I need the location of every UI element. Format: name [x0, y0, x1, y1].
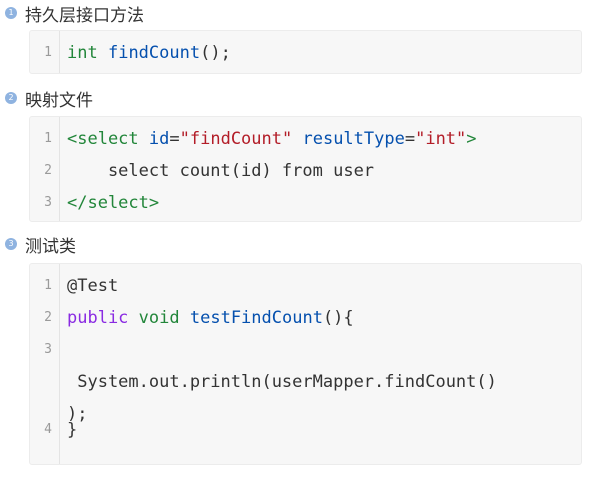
line-number: 3	[44, 342, 52, 357]
code-text: }	[67, 414, 77, 446]
code-token: >	[466, 129, 477, 149]
step-1-heading: 1 持久层接口方法	[5, 1, 144, 26]
code-text: <select id="findCount" resultType="int">	[67, 123, 477, 155]
code-line: 1 int findCount();	[30, 37, 581, 69]
code-block-interface-method: 1 int findCount();	[29, 30, 582, 74]
step-3-number-badge: 3	[5, 238, 17, 250]
code-token: (){	[322, 308, 354, 328]
code-token: resultType	[302, 129, 405, 149]
line-number: 2	[44, 163, 52, 178]
code-token	[139, 129, 149, 149]
code-wrapped-segment: );	[67, 404, 88, 424]
code-token: select count(id) from user	[67, 161, 375, 181]
code-token: id	[148, 129, 170, 149]
code-line: 1<select id="findCount" resultType="int"…	[30, 123, 581, 155]
code-line: 4}	[30, 414, 581, 446]
line-number-divider	[59, 264, 60, 464]
step-1-title: 持久层接口方法	[25, 5, 144, 26]
line-number: 1	[44, 131, 52, 146]
code-text: @Test	[67, 270, 118, 302]
code-token: void	[138, 308, 180, 328]
step-2-heading: 2 映射文件	[5, 86, 93, 111]
line-number: 3	[44, 195, 52, 210]
code-text: int findCount();	[67, 37, 231, 69]
code-line: 3 System.out.println(userMapper.findCoun…	[30, 334, 581, 424]
code-token: =	[169, 129, 180, 149]
code-token: "findCount"	[179, 129, 293, 149]
code-line: 2 public void testFindCount(){	[30, 302, 581, 334]
code-token: public	[67, 308, 129, 328]
line-number: 1	[44, 45, 52, 60]
code-line: 3 </select>	[30, 187, 581, 219]
code-token	[128, 308, 138, 328]
code-line: 1 @Test	[30, 270, 581, 302]
line-number-divider	[59, 31, 60, 73]
code-token	[180, 308, 190, 328]
step-2-title: 映射文件	[25, 90, 93, 111]
code-token: }	[67, 420, 78, 440]
code-block-mapper-xml: 1<select id="findCount" resultType="int"…	[29, 116, 582, 222]
code-token: findCount	[107, 43, 201, 63]
code-token: testFindCount	[189, 308, 323, 328]
step-3-heading: 3 测试类	[5, 232, 76, 257]
step-1-number-badge: 1	[5, 7, 17, 19]
code-token: int	[67, 43, 98, 63]
line-number: 2	[44, 310, 52, 325]
code-token: ();	[200, 43, 231, 63]
code-line: 2 select count(id) from user	[30, 155, 581, 187]
step-3-title: 测试类	[25, 236, 76, 257]
code-token: </select>	[67, 193, 160, 213]
code-token: =	[404, 129, 416, 149]
line-number: 4	[44, 422, 52, 437]
code-token: <select	[67, 129, 139, 149]
code-wrapped-segment: System.out.println(userMapper.findCount(…	[67, 372, 497, 392]
step-2-number-badge: 2	[5, 92, 17, 104]
code-text: public void testFindCount(){	[67, 302, 354, 334]
code-token	[292, 129, 302, 149]
code-text: select count(id) from user	[67, 155, 374, 187]
code-token: "int"	[415, 129, 467, 149]
code-token: @Test	[67, 276, 119, 296]
code-text: </select>	[67, 187, 159, 219]
line-number: 1	[44, 278, 52, 293]
code-token	[98, 43, 108, 63]
line-number-divider	[59, 117, 60, 221]
